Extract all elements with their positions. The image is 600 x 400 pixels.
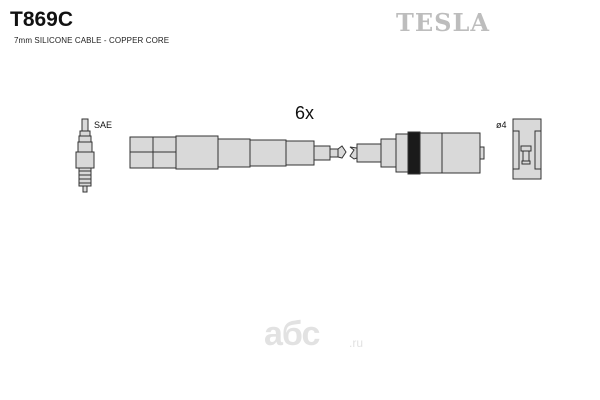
brand-logo: TESLA [396, 8, 490, 37]
plug-standard-label: SAE [94, 120, 113, 130]
spark-plug-icon [75, 118, 95, 193]
watermark-tld: .ru [349, 336, 364, 350]
cable-spec: 7mm SILICONE CABLE - COPPER CORE [14, 36, 170, 45]
watermark-brand: абс [264, 315, 320, 353]
plug-boot-connector [129, 135, 339, 170]
terminal-icon [512, 118, 542, 180]
cable-break-mark [337, 145, 358, 160]
quantity-label: 6x [295, 103, 315, 123]
product-code: T869C [10, 8, 74, 31]
coil-boot-connector [356, 131, 485, 175]
terminal-diameter-label: ø4 [496, 120, 507, 130]
